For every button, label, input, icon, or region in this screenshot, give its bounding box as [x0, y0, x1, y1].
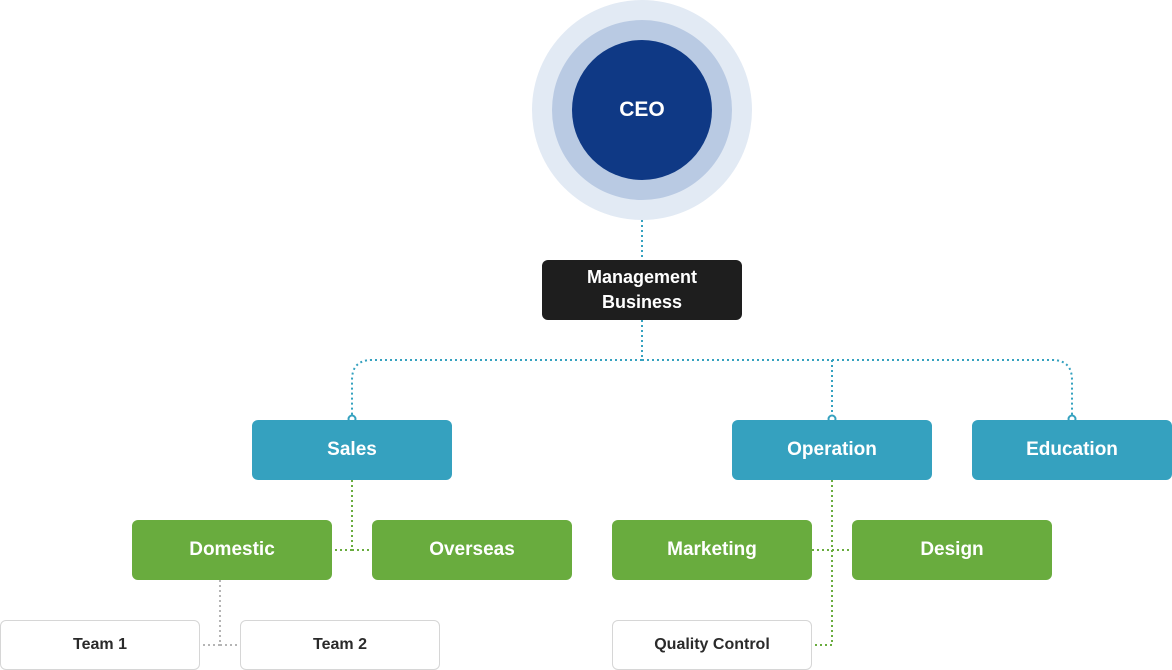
management-business-node: Management Business — [542, 260, 742, 320]
team-2-label: Team 2 — [313, 636, 367, 653]
quality-control-label: Quality Control — [654, 636, 770, 653]
overseas-node: Overseas — [372, 520, 572, 580]
education-node: Education — [972, 420, 1172, 480]
connector-bus-sales — [351, 359, 642, 418]
design-node: Design — [852, 520, 1052, 580]
overseas-label: Overseas — [429, 539, 515, 560]
operation-label: Operation — [787, 439, 877, 460]
connector-operation-subunits — [812, 480, 852, 646]
education-label: Education — [1026, 439, 1118, 460]
quality-control-node: Quality Control — [612, 620, 812, 670]
connector-sales-subunits — [332, 480, 372, 551]
connector-bus-education — [642, 359, 1073, 418]
ceo-label: CEO — [619, 98, 665, 121]
connector-domestic-teams — [200, 580, 240, 646]
domestic-label: Domestic — [189, 539, 275, 560]
design-label: Design — [920, 539, 984, 560]
domestic-node: Domestic — [132, 520, 332, 580]
sales-node: Sales — [252, 420, 452, 480]
sales-label: Sales — [327, 439, 377, 460]
marketing-label: Marketing — [667, 539, 757, 560]
marketing-node: Marketing — [612, 520, 812, 580]
team-2-node: Team 2 — [240, 620, 440, 670]
team-1-label: Team 1 — [73, 636, 127, 653]
management-business-label: Management Business — [586, 267, 698, 312]
operation-node: Operation — [732, 420, 932, 480]
team-1-node: Team 1 — [0, 620, 200, 670]
ceo-node: CEO — [572, 40, 712, 180]
